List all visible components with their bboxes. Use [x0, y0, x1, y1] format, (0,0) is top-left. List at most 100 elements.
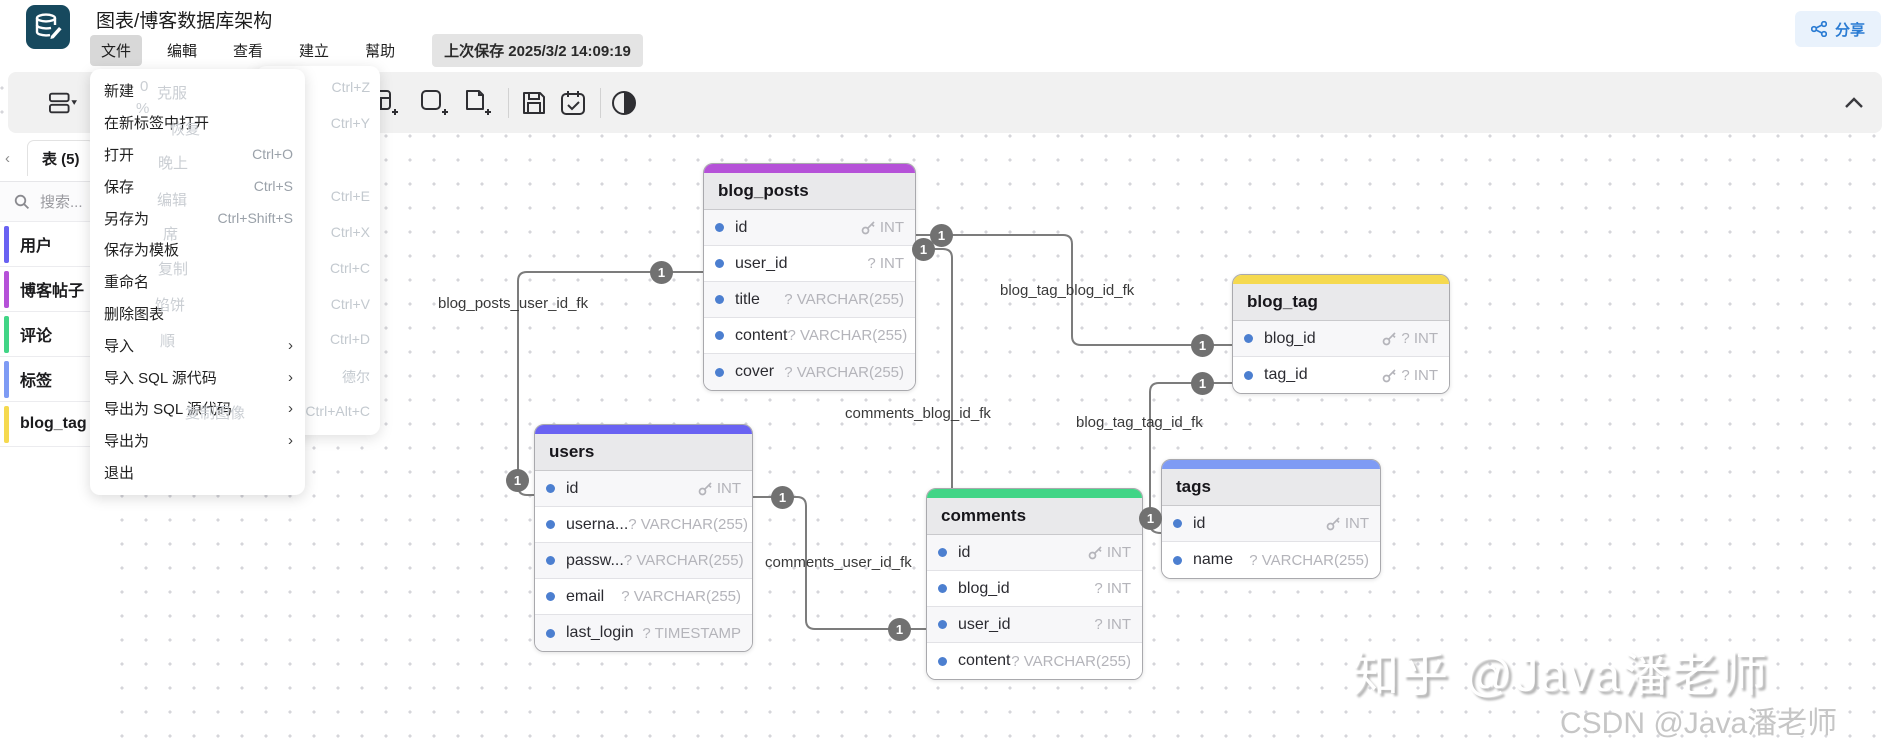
table-field-row[interactable]: user_id? INT — [927, 607, 1142, 643]
file-menu-item-重命名[interactable]: 重命名 — [90, 266, 305, 298]
file-menu-item-删除图表[interactable]: 删除图表 — [90, 298, 305, 330]
field-type-text: ? INT — [1401, 330, 1438, 347]
table-field-row[interactable]: content? VARCHAR(255) — [927, 643, 1142, 679]
cardinality-badge: 1 — [1139, 507, 1162, 530]
menu-item-label: 保存 — [104, 178, 135, 196]
field-name: name — [1193, 551, 1234, 568]
field-type-text: INT — [1106, 544, 1131, 561]
table-field-row[interactable]: userna...? VARCHAR(255) — [535, 507, 752, 543]
table-field-row[interactable]: content? VARCHAR(255) — [704, 318, 915, 354]
file-menu-item-导出为 SQL 源代码[interactable]: 导出为 SQL 源代码› — [90, 393, 305, 425]
menu-item-label: 新建 — [104, 83, 135, 101]
ghost-shortcut: Ctrl+V — [330, 296, 370, 312]
sidebar-item-评论[interactable]: 评论 — [0, 312, 110, 357]
field-dot-icon — [546, 556, 555, 565]
file-menu-item-导入[interactable]: 导入› — [90, 329, 305, 361]
share-button[interactable]: 分享 — [1794, 11, 1881, 47]
field-type-text: INT — [879, 219, 904, 236]
watermark-zhihu: 知乎 @Java潘老师 — [1352, 648, 1770, 701]
sidebar-item-label: blog_tag — [20, 415, 87, 432]
table-field-row[interactable]: email? VARCHAR(255) — [535, 579, 752, 615]
chevron-down-icon — [71, 100, 77, 105]
todo-list-button[interactable] — [559, 89, 587, 117]
cardinality-badge: 1 — [650, 261, 673, 284]
table-field-row[interactable]: blog_id? INT — [927, 571, 1142, 607]
file-menu-item-导入 SQL 源代码[interactable]: 导入 SQL 源代码› — [90, 361, 305, 393]
page-title[interactable]: 图表/博客数据库架构 — [96, 11, 273, 32]
table-field-row[interactable]: name? VARCHAR(255) — [1162, 542, 1380, 578]
divider — [0, 181, 110, 182]
file-menu-item-新建[interactable]: 新建 — [90, 75, 305, 107]
table-field-row[interactable]: blog_id? INT — [1233, 321, 1449, 357]
theme-toggle-button[interactable] — [610, 89, 638, 117]
table-field-row[interactable]: last_login? TIMESTAMP — [535, 615, 752, 651]
menu-item-label: 导入 SQL 源代码 — [104, 369, 217, 387]
sidebar-item-用户[interactable]: 用户 — [0, 222, 110, 267]
field-name: blog_id — [958, 579, 1010, 597]
field-type-text: ? VARCHAR(255) — [1011, 652, 1131, 670]
table-name: blog_tag — [1247, 292, 1318, 311]
menubar-item-文件[interactable]: 文件 — [90, 35, 143, 66]
key-icon — [1088, 546, 1102, 560]
menubar-item-幫助[interactable]: 幫助 — [365, 43, 396, 60]
collapse-toolbar-button[interactable] — [1840, 89, 1868, 117]
field-name: id — [958, 543, 971, 561]
table-name: users — [549, 442, 595, 461]
field-type-text: ? VARCHAR(255) — [628, 516, 749, 533]
sidebar-item-标签[interactable]: 标签 — [0, 357, 110, 402]
file-menu-item-在新标签中打开[interactable]: 在新标签中打开 — [90, 107, 305, 139]
table-header: tags — [1162, 469, 1380, 506]
cardinality-badge: 1 — [771, 486, 794, 509]
field-type: INT — [1326, 515, 1369, 532]
color-bar — [4, 226, 9, 263]
color-bar — [4, 271, 9, 308]
color-bar — [4, 316, 9, 353]
menubar-item-建立[interactable]: 建立 — [299, 43, 330, 60]
field-type-text: ? TIMESTAMP — [642, 624, 741, 642]
field-name: id — [566, 479, 579, 497]
add-area-button[interactable] — [420, 89, 448, 117]
field-dot-icon — [715, 367, 724, 377]
sidebar-collapse-icon[interactable]: ‹ — [5, 150, 10, 167]
table-field-row[interactable]: passw...? VARCHAR(255) — [535, 543, 752, 579]
menu-shortcut: Ctrl+S — [253, 178, 293, 195]
sidebar-item-博客帖子[interactable]: 博客帖子 — [0, 267, 110, 312]
field-dot-icon — [715, 223, 724, 232]
menubar-item-查看[interactable]: 查看 — [233, 43, 264, 60]
menubar-item-编輯[interactable]: 编輯 — [167, 43, 198, 60]
file-menu-item-保存[interactable]: 保存 Ctrl+S — [90, 170, 305, 202]
field-dot-icon — [546, 628, 555, 638]
todo-calendar-icon — [561, 91, 585, 115]
table-field-row[interactable]: cover? VARCHAR(255) — [704, 354, 915, 390]
menubar: 文件编輯查看建立幫助上次保存 2025/3/2 14:09:19 — [90, 34, 643, 67]
table-field-row[interactable]: id INT — [927, 535, 1142, 571]
file-menu-item-退出[interactable]: 退出 — [90, 457, 305, 489]
field-type: INT — [1088, 544, 1131, 561]
field-name: title — [735, 290, 760, 308]
sidebar-item-blog_tag[interactable]: blog_tag — [0, 402, 110, 447]
layout-select-button[interactable] — [49, 89, 77, 117]
add-note-button[interactable] — [463, 89, 491, 117]
table-field-row[interactable]: user_id? INT — [704, 246, 915, 282]
table-field-row[interactable]: tag_id? INT — [1233, 357, 1449, 393]
layout-icon — [49, 92, 77, 114]
menu-item-label: 打开 — [104, 146, 135, 164]
app-logo[interactable] — [26, 5, 70, 49]
tab-tables[interactable]: 表 (5) — [27, 140, 95, 176]
file-menu-item-保存为模板[interactable]: 保存为模板 — [90, 234, 305, 266]
file-menu-item-导出为[interactable]: 导出为› — [90, 425, 305, 457]
save-button[interactable] — [520, 89, 548, 117]
field-type: ? VARCHAR(255) — [784, 364, 904, 381]
cardinality-badge: 1 — [1191, 372, 1214, 395]
table-field-row[interactable]: title? VARCHAR(255) — [704, 282, 915, 318]
